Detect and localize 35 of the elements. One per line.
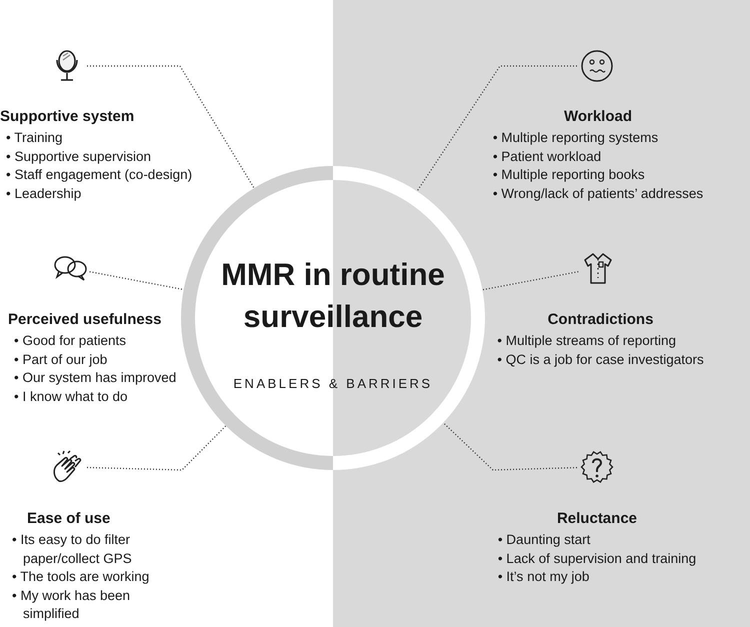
bullet-item: • Wrong/lack of patients’ addresses xyxy=(492,184,704,203)
bullet-item: • Good for patients xyxy=(14,332,128,350)
bullet-item: • It’s not my job xyxy=(498,568,590,586)
section-heading: Ease of use xyxy=(26,510,112,527)
bullet-item: • QC is a job for case investigators xyxy=(497,350,704,369)
bullet-item: • Leadership xyxy=(6,184,82,203)
bullet-item: • Lack of supervision and training xyxy=(498,550,696,568)
section-heading: Reluctance xyxy=(556,510,638,527)
center-subtitle: ENABLERS & BARRIERS xyxy=(232,376,434,391)
leader-line xyxy=(86,425,226,471)
worried-face-icon xyxy=(579,48,615,84)
bullet-item: • I know what to do xyxy=(14,388,129,406)
bullet-item: • The tools are working xyxy=(12,568,150,586)
bullet-item: • Multiple reporting books xyxy=(492,166,646,184)
leader-line xyxy=(416,65,577,192)
bullet-item: • Daunting start xyxy=(498,531,592,549)
leader-line xyxy=(442,422,578,471)
leader-line xyxy=(87,65,255,188)
bullet-item: • My work has been simplified xyxy=(12,586,132,623)
bullet-item: • Training xyxy=(6,129,64,147)
section-heading: Workload xyxy=(562,108,634,125)
bullet-item: • Its easy to do filter paper/collect GPS xyxy=(12,531,133,568)
question-badge-icon xyxy=(579,449,615,485)
bullet-item: • Staff engagement (co-design) xyxy=(6,166,194,184)
center-title: MMR in routine surveillance xyxy=(220,256,446,336)
leader-line xyxy=(89,271,184,290)
bullet-item: • Part of our job xyxy=(14,350,108,369)
bullet-item: • Patient workload xyxy=(492,148,602,166)
bullet-item: • Supportive supervision xyxy=(6,148,152,166)
leader-line xyxy=(482,271,578,290)
bullet-item: • Multiple reporting systems xyxy=(492,129,660,147)
section-heading: Supportive system xyxy=(0,108,136,125)
section-heading: Perceived usefulness xyxy=(8,311,162,328)
section-heading: Contradictions xyxy=(546,311,654,328)
bullet-item: • Multiple streams of reporting xyxy=(497,332,678,350)
